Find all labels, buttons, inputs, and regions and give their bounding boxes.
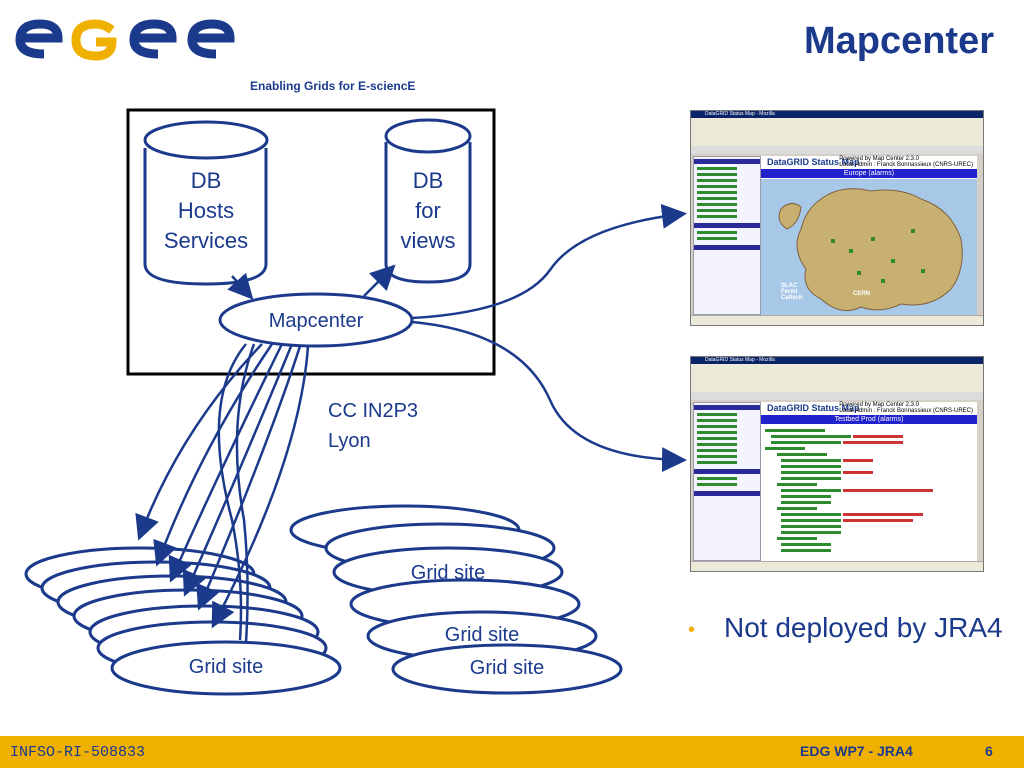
grid-site-label-right: Grid site bbox=[469, 657, 545, 679]
arrow-mapcenter-to-views bbox=[363, 264, 396, 297]
testbed-bar: Testbed Prod (alarms) bbox=[761, 415, 977, 424]
db-views-line-3: views bbox=[400, 228, 456, 253]
db-hosts-line-2: Hosts bbox=[177, 198, 235, 223]
app-title: DataGRID Status Map bbox=[767, 157, 860, 167]
db-hosts-line-3: Services bbox=[163, 228, 249, 253]
europe-bar: Europe (alarms) bbox=[761, 169, 977, 178]
views-sidebar bbox=[693, 402, 761, 561]
db-views-label: DB for views bbox=[386, 166, 470, 256]
page-number: 6 bbox=[985, 743, 993, 759]
testbed-content: DataGRID Status Map Powered by Map Cente… bbox=[761, 402, 977, 561]
map-labels: SLAC Fermi Caltech bbox=[781, 283, 803, 301]
footer-project-id: INFSO-RI-508833 bbox=[10, 744, 146, 761]
db-views-line-2: for bbox=[415, 198, 441, 223]
logo-area bbox=[0, 0, 250, 96]
browser-toolbar bbox=[691, 364, 983, 393]
app-title: DataGRID Status Map bbox=[767, 403, 860, 413]
map-content: DataGRID Status Map Powered by Map Cente… bbox=[761, 156, 977, 315]
db-views-line-1: DB bbox=[412, 168, 444, 193]
footer-bar bbox=[0, 736, 1024, 768]
db-hosts-label: DB Hosts Services bbox=[146, 166, 266, 256]
status-bar bbox=[691, 561, 983, 571]
tagline: Enabling Grids for E-sciencE bbox=[250, 79, 416, 93]
architecture-diagram bbox=[24, 108, 687, 696]
bullet-text: Not deployed by JRA4 bbox=[724, 612, 1003, 643]
mapcenter-node-label: Mapcenter bbox=[268, 310, 364, 332]
location-line-2: Lyon bbox=[328, 430, 371, 452]
location-line-1: CC IN2P3 bbox=[328, 400, 419, 422]
views-sidebar bbox=[693, 156, 761, 315]
europe-map-screenshot: DataGRID Status Map - Mozilla DataGRID S… bbox=[690, 110, 984, 326]
grid-site-label-right-mid: Grid site bbox=[410, 562, 486, 584]
testbed-screenshot: DataGRID Status Map - Mozilla DataGRID S… bbox=[690, 356, 984, 572]
db-views-cylinder bbox=[384, 118, 472, 284]
db-hosts-line-1: DB bbox=[190, 168, 222, 193]
arrow-to-testbed-map bbox=[411, 320, 687, 473]
testbed-tree bbox=[761, 425, 977, 561]
arrow-db-to-mapcenter bbox=[227, 272, 254, 300]
grid-sites-left bbox=[24, 546, 342, 696]
slide-title: Mapcenter bbox=[803, 20, 994, 62]
mapcenter-server-box bbox=[126, 108, 496, 376]
footer-wp: EDG WP7 - JRA4 bbox=[800, 743, 913, 759]
db-hosts-cylinder bbox=[143, 120, 269, 286]
location-label: CC IN2P3 Lyon bbox=[328, 396, 418, 456]
window-titlebar: DataGRID Status Map - Mozilla bbox=[691, 357, 983, 364]
browser-toolbar bbox=[691, 118, 983, 147]
window-titlebar: DataGRID Status Map - Mozilla bbox=[691, 111, 983, 118]
browser-tabs bbox=[691, 392, 983, 400]
browser-tabs bbox=[691, 146, 983, 154]
egee-logo bbox=[0, 0, 250, 96]
arrows-to-grid-sites bbox=[135, 343, 310, 643]
status-bar bbox=[691, 315, 983, 325]
grid-site-label-right-2: Grid site bbox=[444, 624, 520, 646]
mapcenter-node bbox=[218, 292, 414, 348]
grid-sites-right bbox=[289, 504, 623, 695]
bullet-dot-icon: • bbox=[688, 619, 696, 641]
europe-map: SLAC Fermi Caltech CERN bbox=[761, 179, 977, 315]
grid-site-label-left: Grid site bbox=[188, 656, 264, 678]
cern-label: CERN bbox=[853, 291, 871, 297]
powered-by: Powered by Map Center 2.3.0 Local Admin … bbox=[839, 402, 973, 414]
arrow-to-europe-map bbox=[411, 203, 687, 320]
powered-by: Powered by Map Center 2.3.0 Local Admin … bbox=[839, 156, 973, 168]
